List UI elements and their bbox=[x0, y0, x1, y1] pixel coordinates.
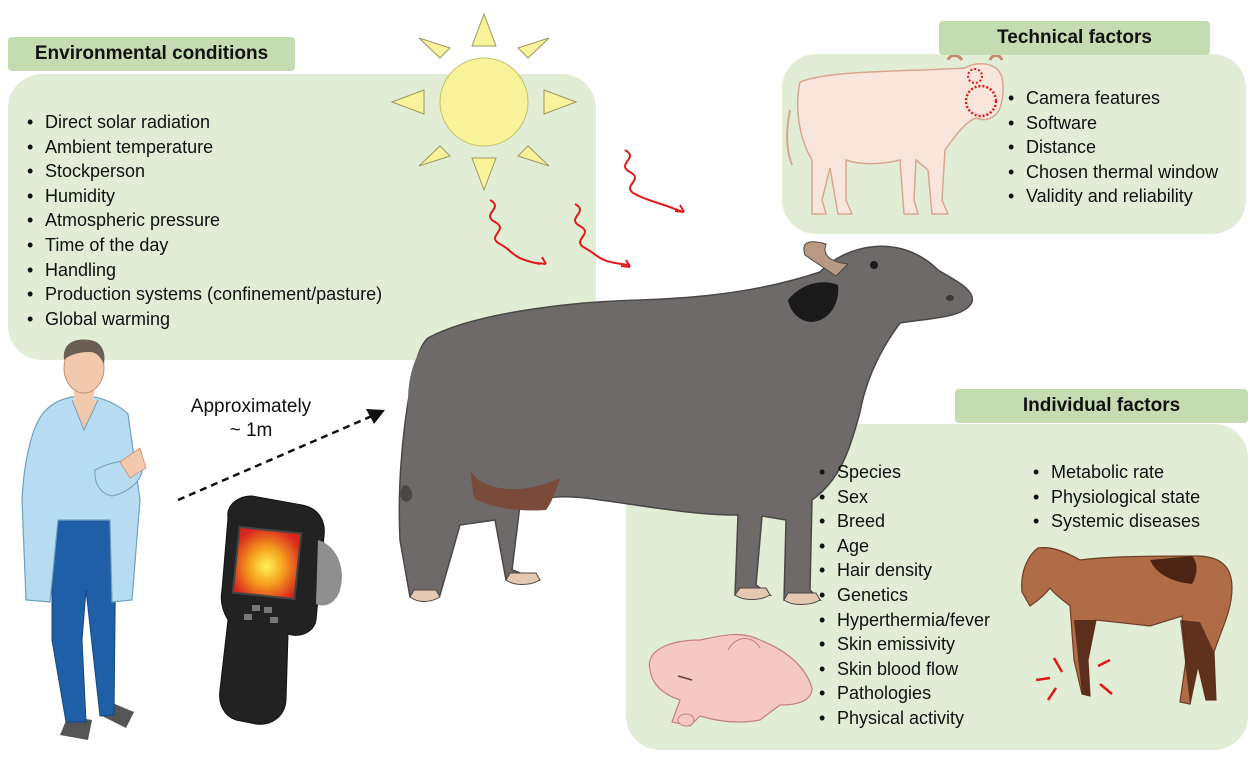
heat-wave-icon bbox=[490, 150, 684, 267]
list-item: Ambient temperature bbox=[25, 135, 382, 160]
individual-list-left: Species Sex Breed Age Hair density Genet… bbox=[817, 460, 990, 731]
list-item: Skin emissivity bbox=[817, 632, 990, 657]
list-item: Production systems (confinement/pasture) bbox=[25, 282, 382, 307]
list-item: Skin blood flow bbox=[817, 657, 990, 682]
environmental-list: Direct solar radiation Ambient temperatu… bbox=[25, 110, 382, 331]
horse-icon bbox=[1022, 548, 1232, 704]
veterinarian-icon bbox=[22, 340, 146, 740]
list-item: Species bbox=[817, 460, 990, 485]
list-item: Hyperthermia/fever bbox=[817, 608, 990, 633]
list-item: Validity and reliability bbox=[1006, 184, 1218, 209]
list-item: Physiological state bbox=[1031, 485, 1200, 510]
technical-list: Camera features Software Distance Chosen… bbox=[1006, 86, 1218, 209]
list-item: Stockperson bbox=[25, 159, 382, 184]
list-item: Handling bbox=[25, 258, 382, 283]
list-item: Sex bbox=[817, 485, 990, 510]
individual-list-right: Metabolic rate Physiological state Syste… bbox=[1031, 460, 1200, 534]
sun-icon bbox=[392, 14, 576, 190]
pig-icon bbox=[649, 635, 812, 726]
list-item: Time of the day bbox=[25, 233, 382, 258]
list-item: Age bbox=[817, 534, 990, 559]
list-item: Hair density bbox=[817, 558, 990, 583]
individual-title: Individual factors bbox=[955, 389, 1248, 423]
list-item: Physical activity bbox=[817, 706, 990, 731]
list-item: Genetics bbox=[817, 583, 990, 608]
list-item: Breed bbox=[817, 509, 990, 534]
list-item: Chosen thermal window bbox=[1006, 160, 1218, 185]
list-item: Atmospheric pressure bbox=[25, 208, 382, 233]
list-item: Software bbox=[1006, 111, 1218, 136]
list-item: Camera features bbox=[1006, 86, 1218, 111]
list-item: Pathologies bbox=[817, 681, 990, 706]
thermal-camera-icon bbox=[220, 496, 342, 724]
list-item: Distance bbox=[1006, 135, 1218, 160]
list-item: Direct solar radiation bbox=[25, 110, 382, 135]
distance-label-line1: Approximately bbox=[176, 395, 326, 419]
list-item: Metabolic rate bbox=[1031, 460, 1200, 485]
list-item: Global warming bbox=[25, 307, 382, 332]
distance-label: Approximately ~ 1m bbox=[176, 395, 326, 443]
list-item: Humidity bbox=[25, 184, 382, 209]
distance-label-line2: ~ 1m bbox=[176, 419, 326, 443]
environmental-title: Environmental conditions bbox=[8, 37, 295, 71]
technical-title: Technical factors bbox=[939, 21, 1210, 55]
cow-icon bbox=[787, 56, 1003, 215]
list-item: Systemic diseases bbox=[1031, 509, 1200, 534]
